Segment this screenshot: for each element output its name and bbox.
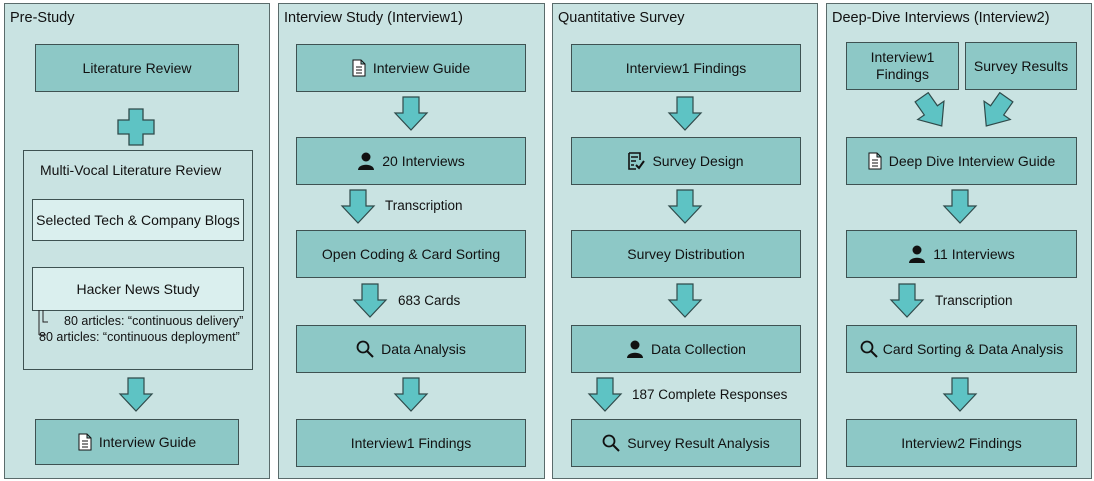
interview1-findings-box: Interview1 Findings [296,419,526,467]
tech-blogs-box: Selected Tech & Company Blogs [32,199,244,241]
survey-distribution-box: Survey Distribution [571,230,801,278]
panel-title: Interview Study (Interview1) [284,10,463,26]
data-analysis-box: Data Analysis [296,325,526,373]
survey-design-box: Survey Design [571,137,801,185]
down-arrow [889,283,925,318]
checklist-icon [628,152,646,170]
deep-dive-guide-box: Deep Dive Interview Guide [846,137,1077,185]
cards-label: 683 Cards [398,293,461,308]
person-icon [908,245,926,263]
document-icon [868,152,882,170]
panel-title: Quantitative Survey [558,10,685,26]
person-icon [357,152,375,170]
hn-bracket [38,310,48,336]
data-collection-box: Data Collection [571,325,801,373]
down-arrow [667,96,703,131]
hn-note-deployment: 80 articles: “continuous deployment” [39,330,240,344]
transcription-label: Transcription [935,293,1013,308]
down-arrow [393,96,429,131]
diagonal-arrow [983,92,1014,127]
down-arrow [393,377,429,412]
panel-title: Deep-Dive Interviews (Interview2) [832,10,1050,26]
interview2-findings-box: Interview2 Findings [846,419,1077,467]
magnifier-icon [860,340,878,358]
down-arrow [942,189,978,224]
multivocal-review-group [23,150,253,370]
card-sorting-analysis-box: Card Sorting & Data Analysis [846,325,1077,373]
document-icon [352,59,366,77]
open-coding-box: Open Coding & Card Sorting [296,230,526,278]
interview1-findings-input-box: Interview1 Findings [846,42,959,90]
multivocal-review-title: Multi-Vocal Literature Review [40,162,222,178]
down-arrow [352,283,388,318]
person-icon [626,340,644,358]
hacker-news-box: Hacker News Study [32,267,244,311]
survey-result-analysis-box: Survey Result Analysis [571,419,801,467]
document-icon [78,433,92,451]
prestudy-interview-guide-box: Interview Guide [35,419,239,465]
survey-results-input-box: Survey Results [965,42,1077,90]
interview-guide-box: Interview Guide [296,44,526,92]
panel-title: Pre-Study [10,10,75,26]
down-arrow [340,189,376,224]
transcription-label: Transcription [385,198,463,213]
interviews-11-box: 11 Interviews [846,230,1077,278]
down-arrow [942,377,978,412]
literature-review-box: Literature Review [35,44,239,92]
down-arrow [667,283,703,318]
survey-input-box: Interview1 Findings [571,44,801,92]
down-arrow [587,377,623,412]
magnifier-icon [356,340,374,358]
interviews-20-box: 20 Interviews [296,137,526,185]
down-arrow [118,377,154,412]
responses-label: 187 Complete Responses [632,387,788,402]
magnifier-icon [602,434,621,452]
hn-note-delivery: 80 articles: “continuous delivery” [64,314,244,328]
diagonal-arrow [914,92,945,127]
plus-icon [117,108,155,146]
down-arrow [667,189,703,224]
